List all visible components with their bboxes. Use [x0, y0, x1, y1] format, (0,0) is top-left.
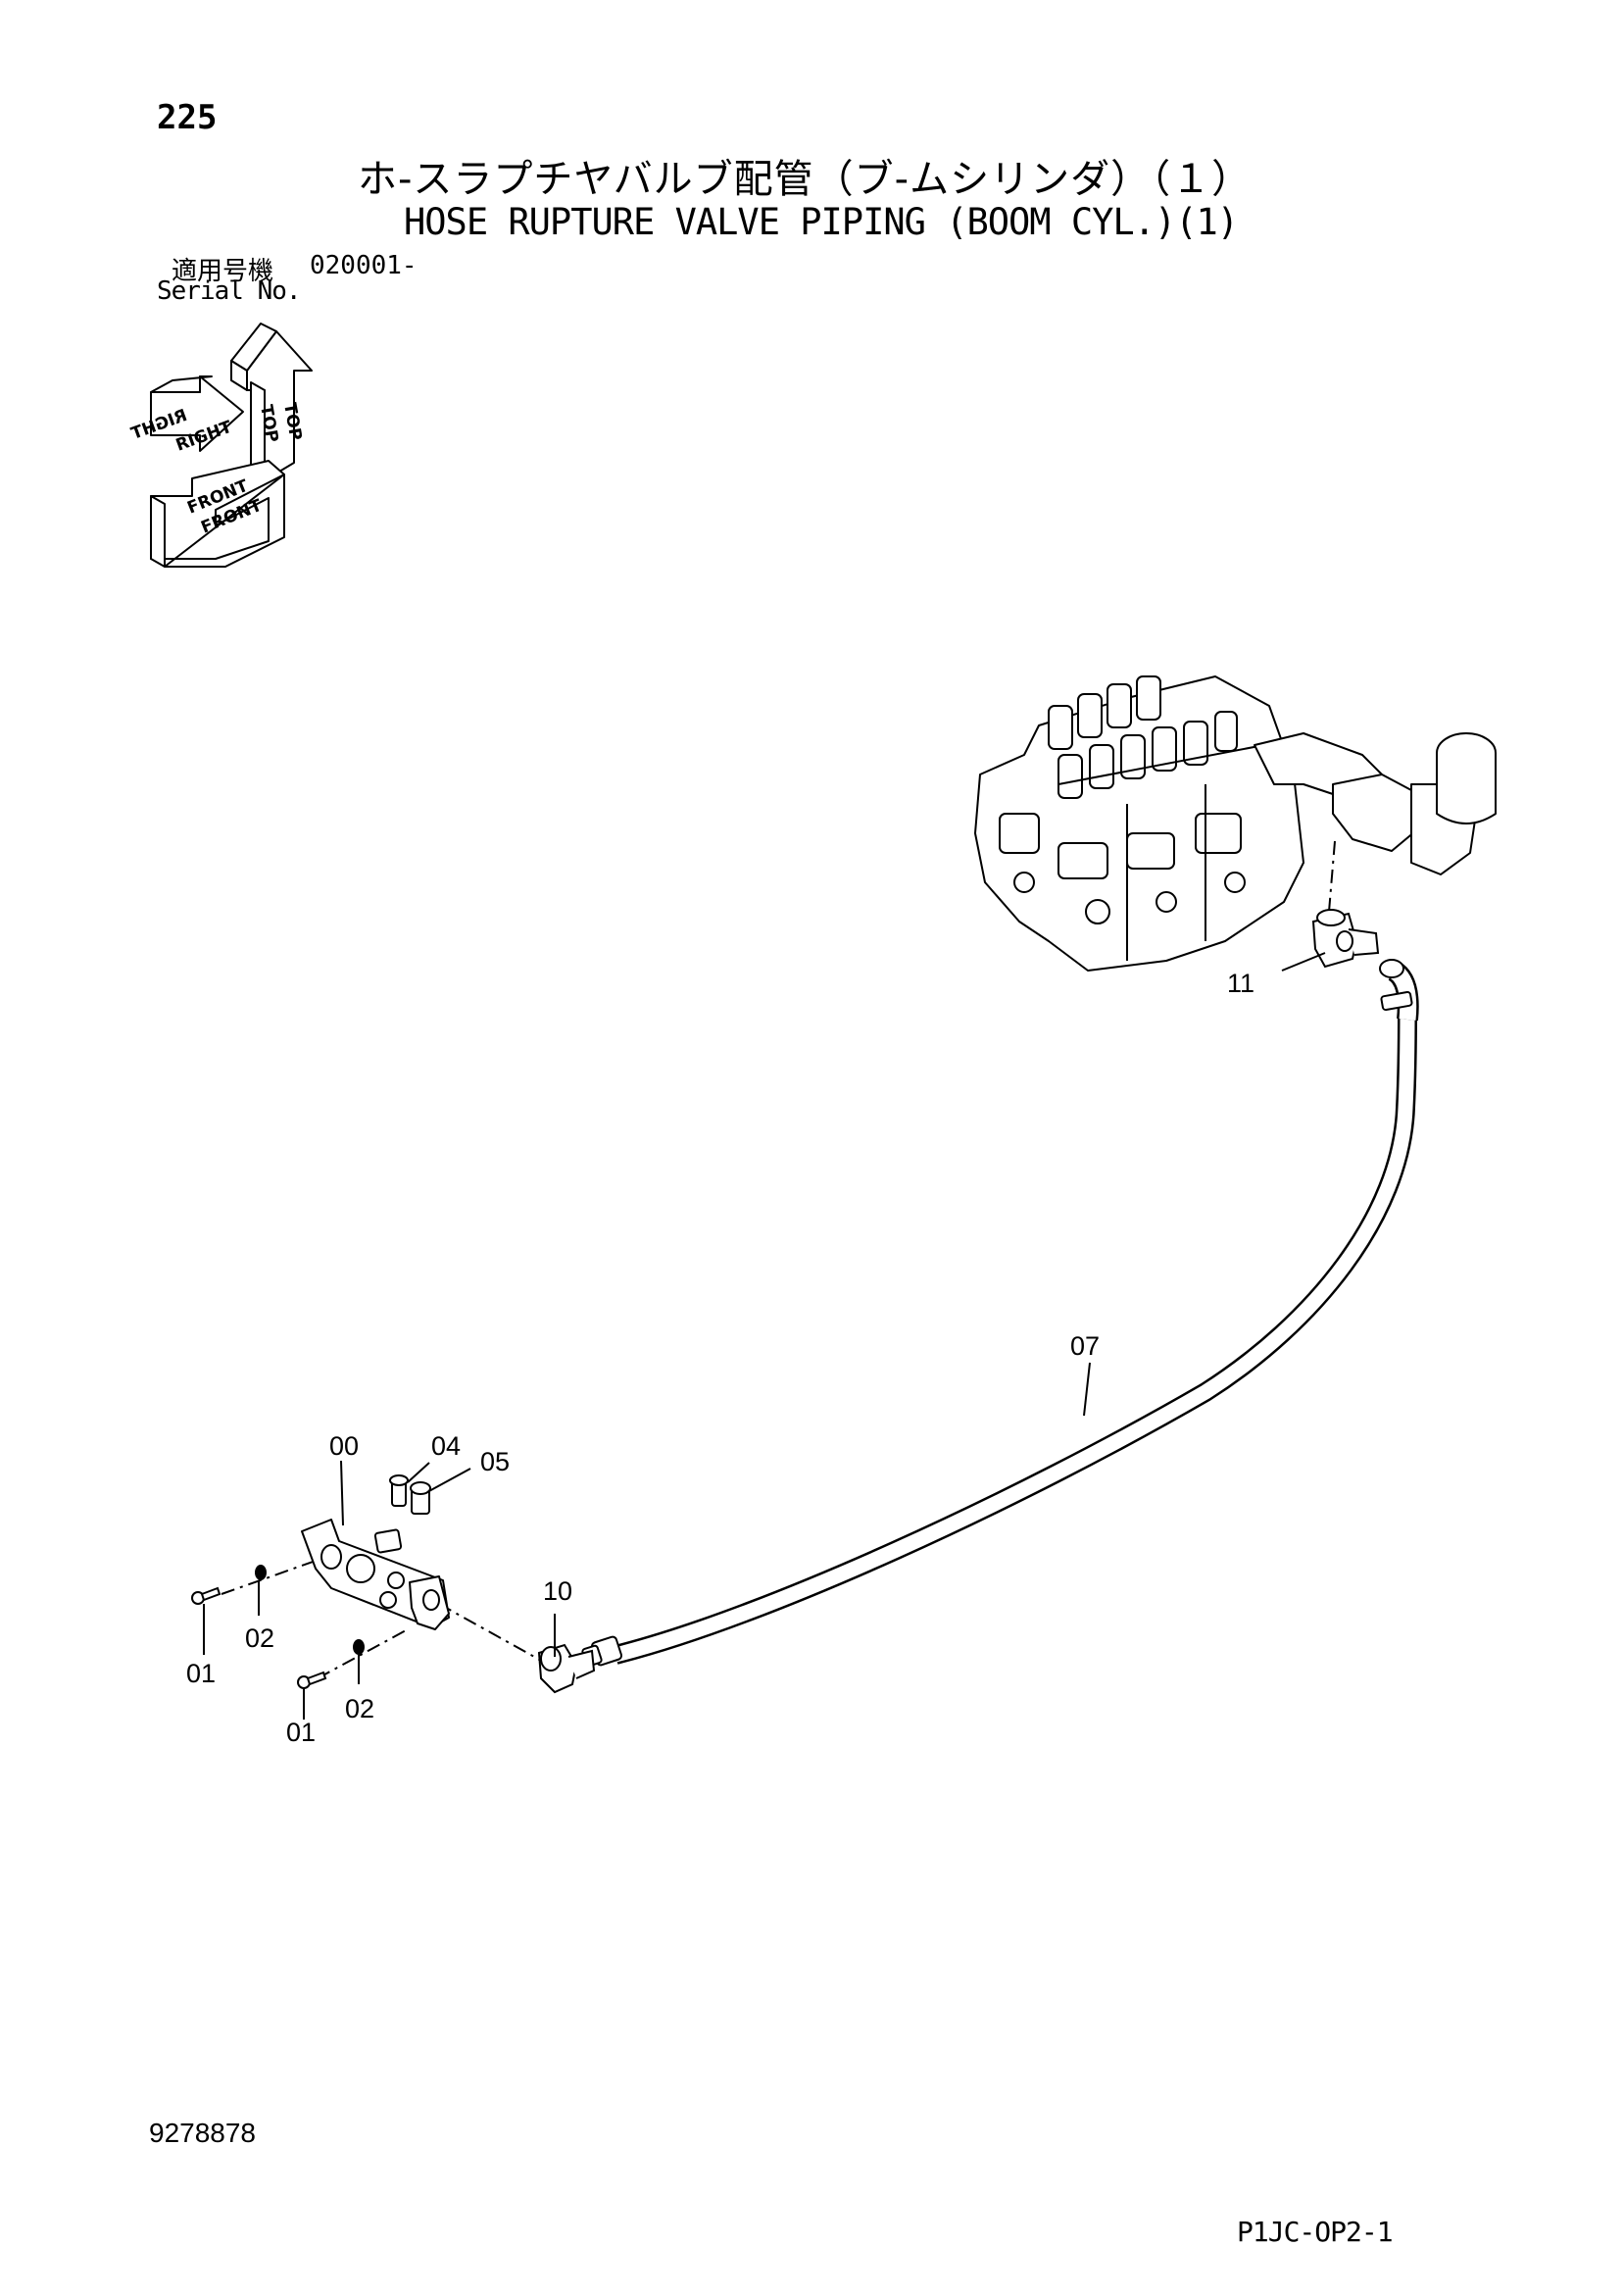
part-label-05: 05: [480, 1447, 510, 1476]
part-label-00: 00: [329, 1431, 359, 1461]
elbow-fitting-10: [537, 1643, 596, 1694]
hose-fittings: [581, 959, 1413, 1668]
part-label-02-lower: 02: [345, 1694, 374, 1723]
part-label-01-upper: 01: [186, 1659, 216, 1688]
document-number: 9278878: [149, 2118, 257, 2148]
bolt-01-lower: [297, 1671, 327, 1689]
leader-lines: [203, 952, 1326, 1720]
washer-02-lower: [353, 1639, 365, 1655]
serial-value: 020001-: [310, 251, 418, 280]
bolt-01-upper: [191, 1586, 221, 1605]
control-valve-block: [974, 675, 1497, 972]
part-label-02-upper: 02: [245, 1623, 274, 1653]
valve-body-00: [301, 1474, 450, 1630]
page-code: P1JC-OP2-1: [1237, 2216, 1394, 2248]
part-label-11: 11: [1227, 969, 1254, 998]
assembly-lines: [221, 840, 1336, 1679]
serial-label-japanese: 適用号機: [172, 257, 274, 286]
serial-label-english: Serial No.: [157, 276, 302, 306]
part-label-10: 10: [543, 1576, 572, 1606]
part-label-04: 04: [431, 1431, 461, 1461]
bolts-and-washers: [191, 1565, 365, 1689]
page-number: 225: [157, 98, 218, 137]
title-english: HOSE RUPTURE VALVE PIPING (BOOM CYL.)(1): [404, 201, 1239, 243]
washer-02-upper: [255, 1565, 267, 1580]
part-label-07: 07: [1070, 1331, 1100, 1361]
title-japanese: ホ-スラプチヤバルブ配管（ブ-ムシリンダ）（１）: [358, 157, 1253, 202]
elbow-fitting-11: [1311, 909, 1380, 969]
orientation-compass: [150, 323, 313, 568]
front-arrow-icon: [150, 460, 285, 560]
part-label-01-lower: 01: [286, 1718, 316, 1747]
hose-07: [613, 961, 1419, 1665]
